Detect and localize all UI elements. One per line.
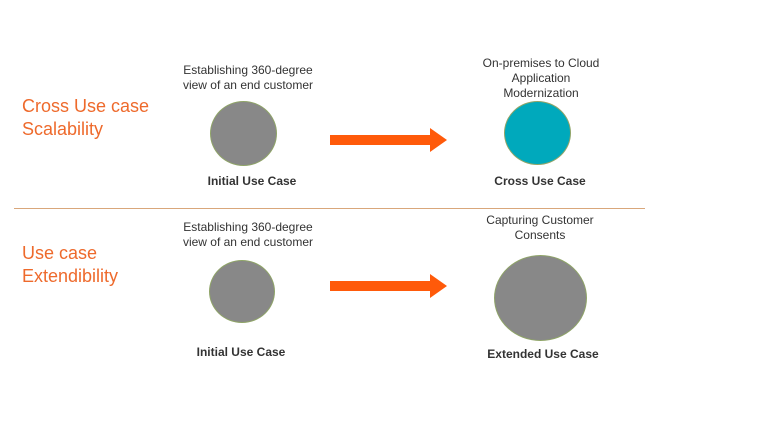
row1-cross-circle [504, 101, 571, 165]
row2-initial-label: Initial Use Case [196, 345, 286, 359]
row2-initial-circle [209, 260, 275, 323]
row1-initial-caption: Establishing 360-degree view of an end c… [182, 63, 314, 92]
section-divider [14, 208, 645, 209]
row1-title: Cross Use case Scalability [22, 96, 150, 139]
row2-extended-circle [494, 255, 587, 341]
row2-arrow-icon [330, 274, 447, 298]
row1-initial-label: Initial Use Case [207, 174, 297, 188]
row2-initial-caption: Establishing 360-degree view of an end c… [182, 220, 314, 249]
row1-cross-caption: On-premises to Cloud Application Moderni… [482, 56, 600, 100]
row1-arrow-icon [330, 128, 447, 152]
row2-title: Use case Extendibility [22, 243, 119, 286]
row2-extended-caption: Capturing Customer Consents [486, 213, 594, 242]
row1-cross-label: Cross Use Case [494, 174, 586, 188]
row2-extended-label: Extended Use Case [487, 347, 599, 361]
row1-initial-circle [210, 101, 277, 166]
